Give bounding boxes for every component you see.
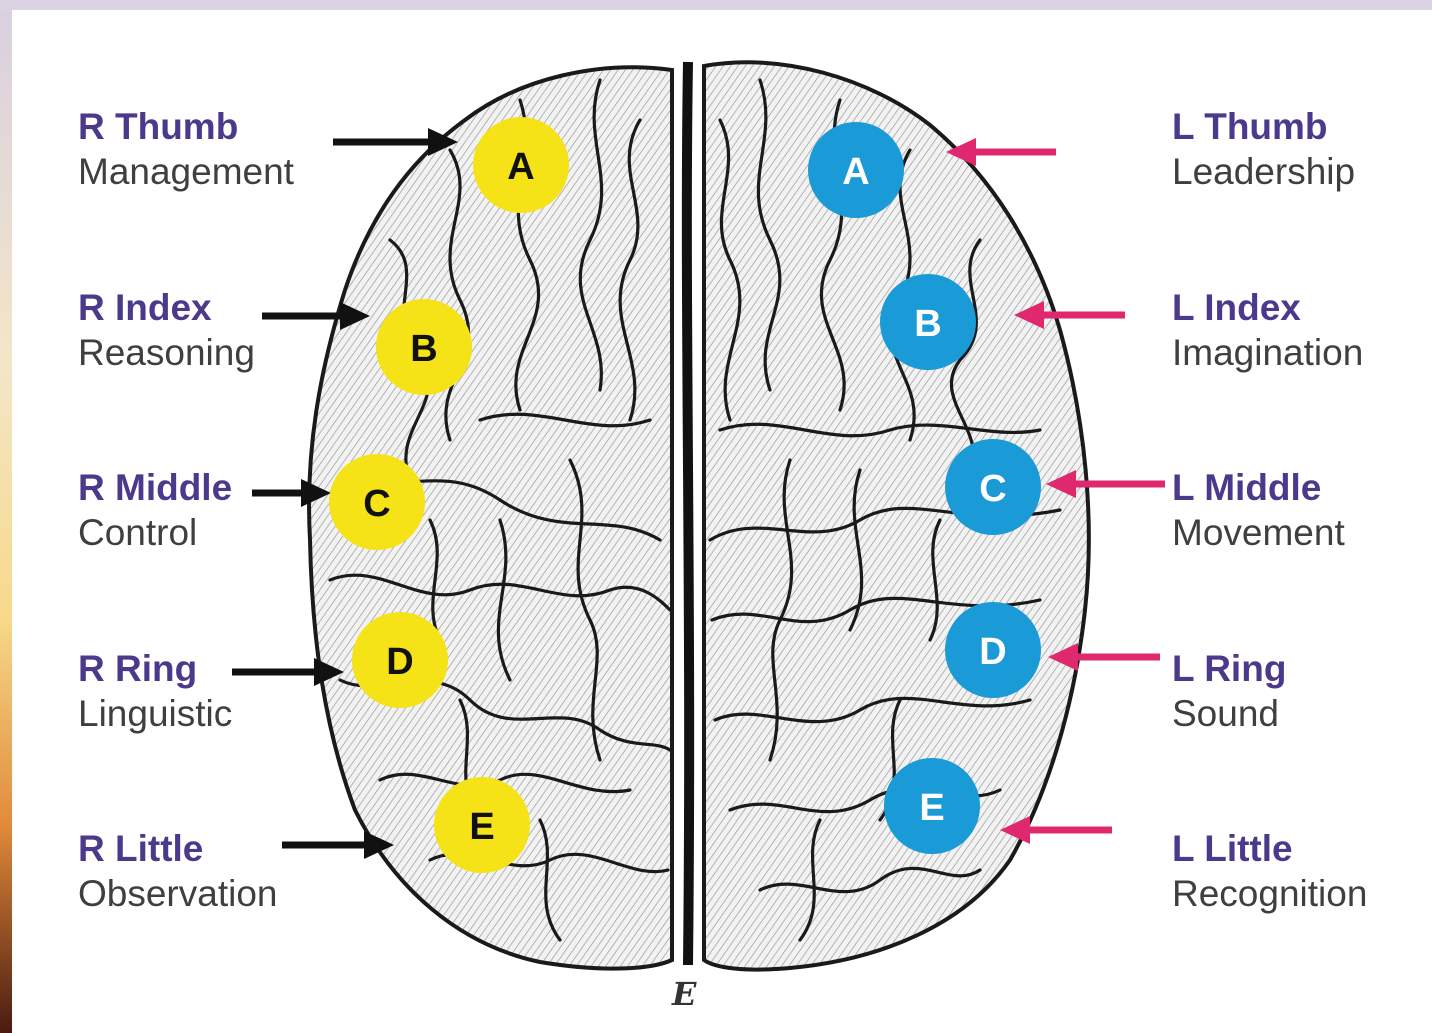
svg-text:C: C bbox=[363, 483, 390, 525]
finger-name: R Index bbox=[78, 285, 255, 330]
label-l-middle: L Middle Movement bbox=[1172, 465, 1345, 555]
label-l-little: L Little Recognition bbox=[1172, 826, 1367, 916]
finger-name: L Ring bbox=[1172, 646, 1286, 691]
marker-l-d: D bbox=[945, 602, 1041, 698]
marker-r-b: B bbox=[376, 299, 472, 395]
label-r-little: R Little Observation bbox=[78, 826, 278, 916]
marker-l-a: A bbox=[808, 122, 904, 218]
svg-text:D: D bbox=[979, 631, 1006, 673]
trait-name: Control bbox=[78, 510, 232, 555]
label-l-index: L Index Imagination bbox=[1172, 285, 1363, 375]
plate-letter: E bbox=[672, 975, 696, 1013]
svg-text:B: B bbox=[914, 303, 941, 345]
label-r-ring: R Ring Linguistic bbox=[78, 646, 232, 736]
trait-name: Reasoning bbox=[78, 330, 255, 375]
trait-name: Recognition bbox=[1172, 871, 1367, 916]
finger-name: R Middle bbox=[78, 465, 232, 510]
marker-l-c: C bbox=[945, 439, 1041, 535]
marker-r-c: C bbox=[329, 454, 425, 550]
svg-text:D: D bbox=[386, 641, 413, 683]
svg-text:E: E bbox=[469, 806, 494, 848]
trait-name: Linguistic bbox=[78, 691, 232, 736]
svg-text:E: E bbox=[919, 787, 944, 829]
marker-r-d: D bbox=[352, 612, 448, 708]
marker-l-e: E bbox=[884, 758, 980, 854]
svg-text:C: C bbox=[979, 468, 1006, 510]
svg-text:B: B bbox=[410, 328, 437, 370]
longitudinal-fissure bbox=[687, 62, 689, 965]
finger-name: L Middle bbox=[1172, 465, 1345, 510]
trait-name: Leadership bbox=[1172, 149, 1355, 194]
trait-name: Management bbox=[78, 149, 294, 194]
marker-l-b: B bbox=[880, 274, 976, 370]
finger-name: R Little bbox=[78, 826, 278, 871]
trait-name: Observation bbox=[78, 871, 278, 916]
finger-name: L Index bbox=[1172, 285, 1363, 330]
label-l-thumb: L Thumb Leadership bbox=[1172, 104, 1355, 194]
label-r-middle: R Middle Control bbox=[78, 465, 232, 555]
marker-r-e: E bbox=[434, 777, 530, 873]
finger-name: R Ring bbox=[78, 646, 232, 691]
svg-text:A: A bbox=[842, 151, 869, 193]
label-r-thumb: R Thumb Management bbox=[78, 104, 294, 194]
finger-name: R Thumb bbox=[78, 104, 294, 149]
marker-r-a: A bbox=[473, 117, 569, 213]
trait-name: Imagination bbox=[1172, 330, 1363, 375]
label-r-index: R Index Reasoning bbox=[78, 285, 255, 375]
label-l-ring: L Ring Sound bbox=[1172, 646, 1286, 736]
finger-name: L Thumb bbox=[1172, 104, 1355, 149]
trait-name: Sound bbox=[1172, 691, 1286, 736]
trait-name: Movement bbox=[1172, 510, 1345, 555]
finger-name: L Little bbox=[1172, 826, 1367, 871]
svg-text:A: A bbox=[507, 146, 534, 188]
